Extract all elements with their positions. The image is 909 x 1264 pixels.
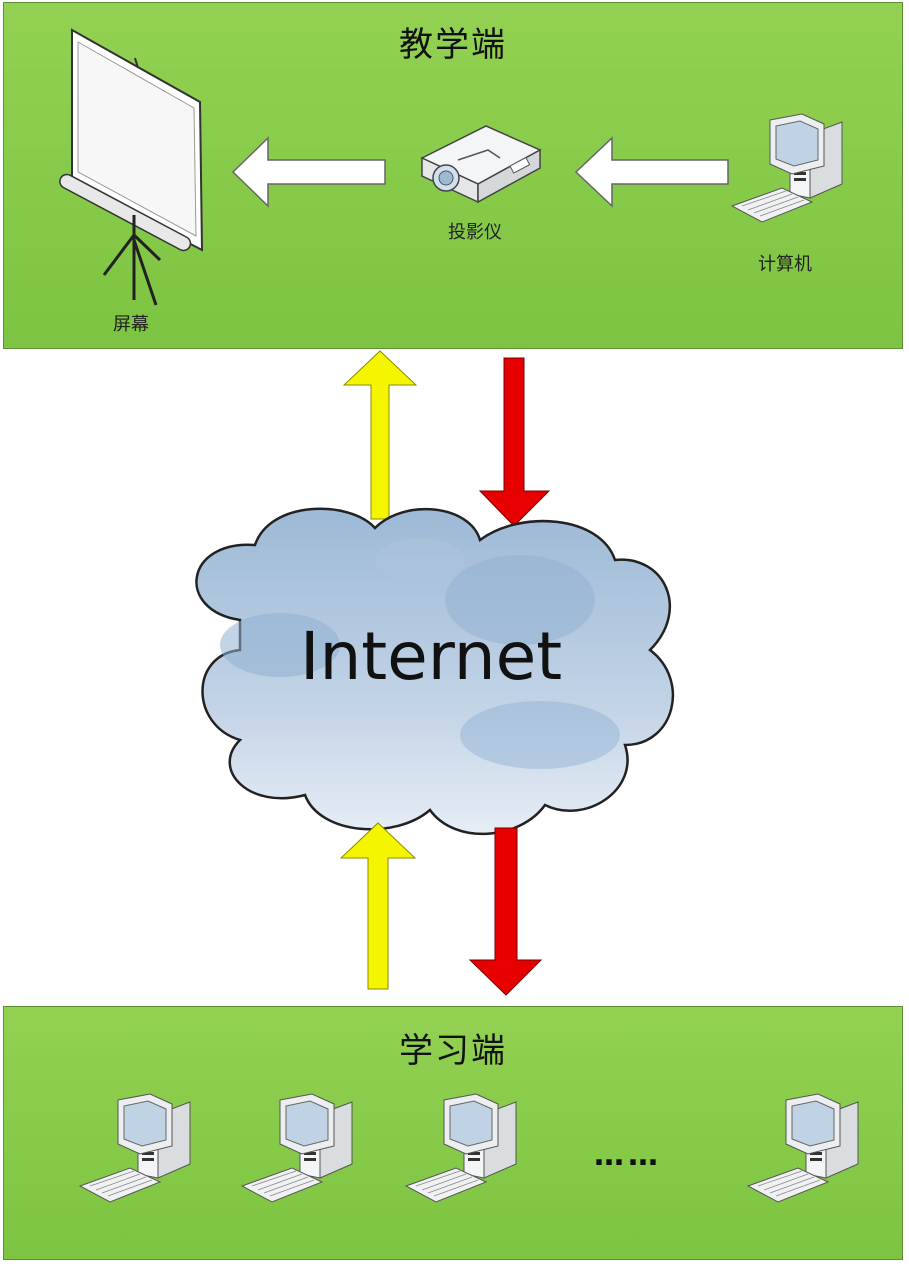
student-computer-icon-2 bbox=[241, 1093, 353, 1203]
screen-label: 屏幕 bbox=[113, 314, 149, 335]
upload-arrow-bottom bbox=[339, 822, 417, 990]
projector-label: 投影仪 bbox=[448, 222, 502, 243]
projector-icon bbox=[420, 125, 542, 204]
student-computer-icon-1 bbox=[79, 1093, 191, 1203]
student-computer-icon-4 bbox=[747, 1093, 859, 1203]
download-arrow-top bbox=[478, 357, 551, 527]
computer-label: 计算机 bbox=[758, 254, 812, 275]
teaching-title: 教学端 bbox=[399, 25, 507, 65]
teacher-computer-icon bbox=[731, 113, 843, 223]
arrow-left-white-2 bbox=[574, 136, 729, 208]
projection-screen-icon bbox=[59, 28, 204, 306]
download-arrow-bottom bbox=[468, 827, 543, 996]
internet-cloud bbox=[195, 507, 675, 836]
learning-title: 学习端 bbox=[399, 1031, 507, 1071]
internet-label: Internet bbox=[300, 618, 563, 695]
student-computer-icon-3 bbox=[405, 1093, 517, 1203]
more-computers-ellipsis: …… bbox=[594, 1138, 662, 1173]
arrow-left-white-1 bbox=[231, 136, 386, 208]
upload-arrow-top bbox=[342, 350, 418, 520]
